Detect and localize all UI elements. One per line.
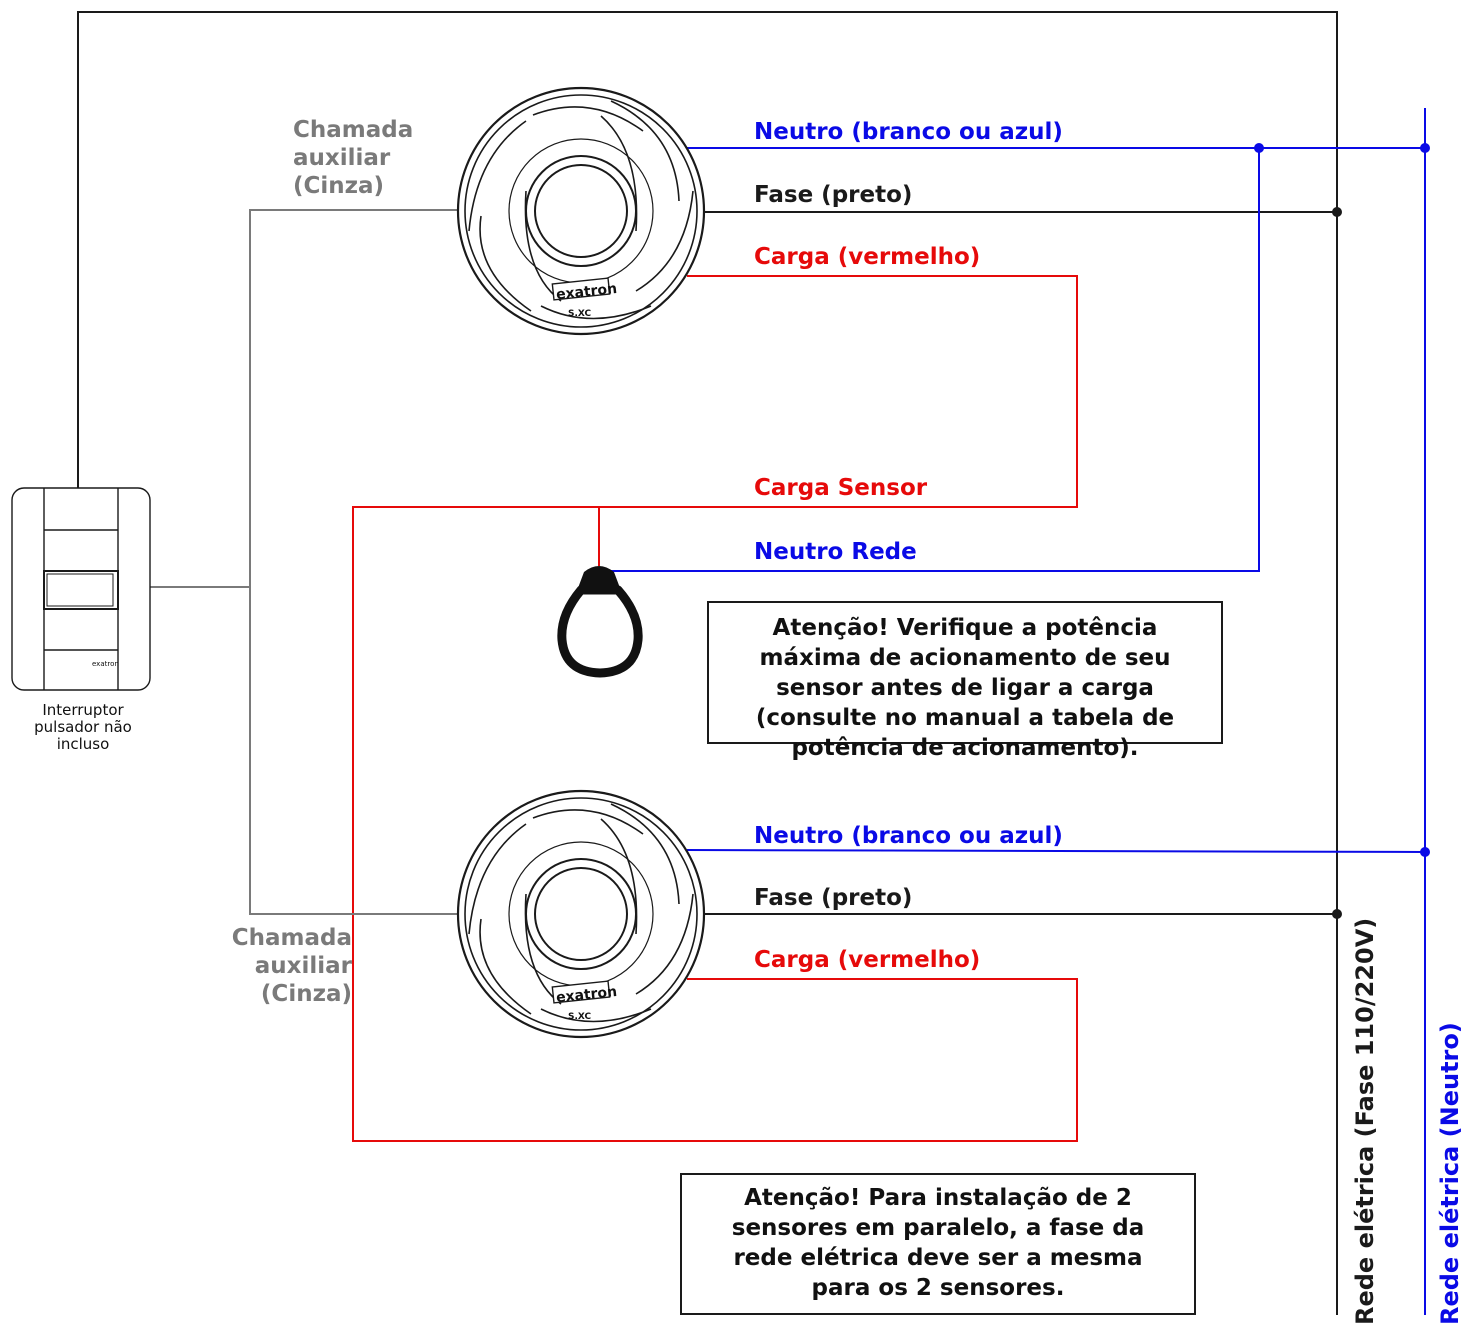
- aux-label-line: Chamada: [293, 117, 414, 143]
- sensor2-neutral-wire: [686, 849, 1426, 853]
- aux-label-line: auxiliar: [254, 953, 352, 979]
- sensor1-load-label: Carga (vermelho): [754, 244, 981, 270]
- sensor2-model: S.XC: [568, 1012, 592, 1022]
- switch-caption: Interruptor pulsador não incluso: [12, 702, 154, 753]
- junction-dot: [1420, 143, 1430, 153]
- switch-caption-line: Interruptor: [42, 701, 124, 719]
- junction-dot: [1332, 207, 1342, 217]
- sensor2-icon: [456, 789, 706, 1039]
- sensor2-load-label: Carga (vermelho): [754, 947, 981, 973]
- junction-dot: [1254, 143, 1264, 153]
- light-bulb-icon: [557, 566, 643, 678]
- grid-phase-label: Rede elétrica (Fase 110/220V): [1351, 917, 1379, 1325]
- switch-brand: exatron: [92, 660, 119, 668]
- aux-label-line: auxiliar: [293, 145, 391, 171]
- neutral-grid-label: Neutro Rede: [754, 539, 917, 565]
- aux-wire: [249, 209, 459, 915]
- warning-parallel-note: Atenção! Para instalação de 2 sensores e…: [680, 1173, 1196, 1315]
- sensor1-neutral-label: Neutro (branco ou azul): [754, 119, 1063, 145]
- sensor1-phase-label: Fase (preto): [754, 182, 913, 208]
- switch-caption-line: pulsador não: [34, 718, 132, 736]
- sensor1-model: S.XC: [568, 309, 592, 319]
- grid-neutral-label: Rede elétrica (Neutro): [1436, 1022, 1463, 1325]
- sensor1-icon: [456, 86, 706, 336]
- warning-power-note: Atenção! Verifique a potência máxima de …: [707, 601, 1223, 761]
- switch-icon: [11, 487, 151, 691]
- aux-label-line: (Cinza): [293, 173, 385, 199]
- lamp-neutral-wire: [610, 148, 1260, 572]
- aux-label-line: Chamada: [231, 925, 352, 951]
- junction-dot: [1332, 909, 1342, 919]
- sensor2-neutral-label: Neutro (branco ou azul): [754, 823, 1063, 849]
- sensor1-load-wire: [352, 275, 1078, 1142]
- aux-label-line: (Cinza): [260, 981, 352, 1007]
- sensor2-phase-label: Fase (preto): [754, 885, 913, 911]
- switch-caption-line: incluso: [56, 735, 110, 753]
- sensor1-aux-label: Chamada auxiliar (Cinza): [293, 116, 413, 200]
- phase-main-wire: [77, 11, 1338, 1315]
- sensor2-aux-label: Chamada auxiliar (Cinza): [220, 924, 352, 1008]
- junction-dot: [1420, 847, 1430, 857]
- load-sensor-label: Carga Sensor: [754, 475, 928, 501]
